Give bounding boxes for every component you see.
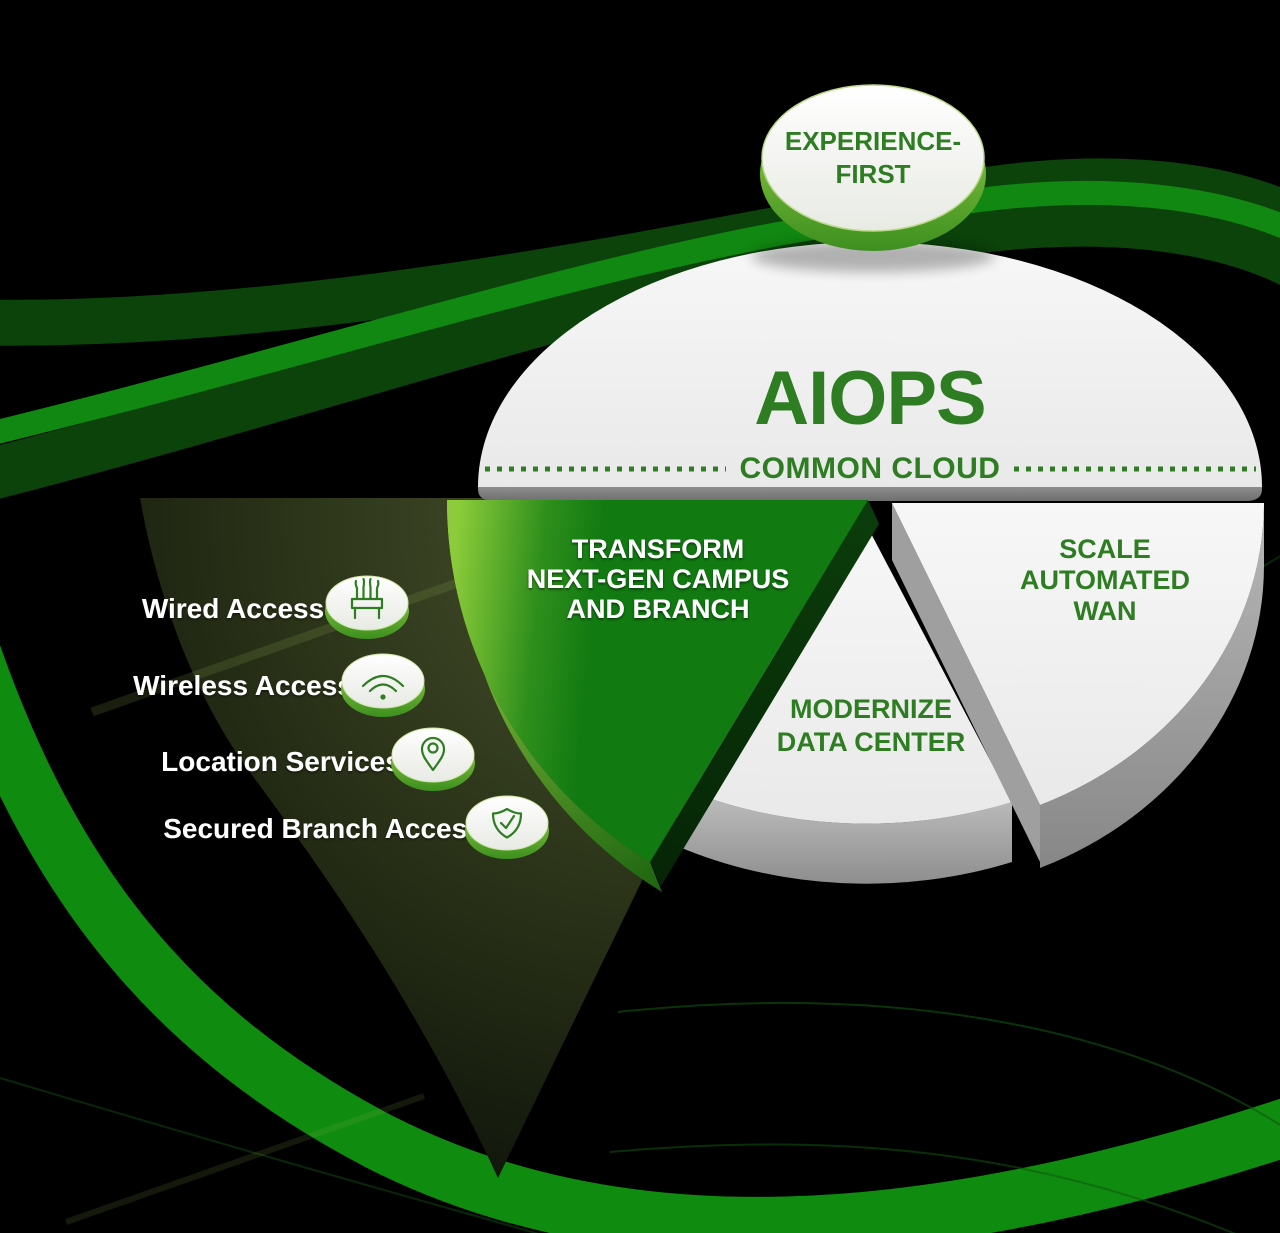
slice-wan-side	[1040, 503, 1264, 868]
slice-wan-top	[892, 503, 1264, 805]
access-label-wired: Wired Access	[142, 593, 324, 624]
shield-check-icon	[491, 807, 523, 839]
slice-campus-label-line2: NEXT-GEN CAMPUS	[527, 564, 790, 594]
common-cloud-label: COMMON CLOUD	[740, 452, 1001, 485]
access-label-wireless: Wireless Access	[133, 670, 353, 701]
ring-main-bright	[0, 180, 1280, 444]
wifi-icon	[361, 674, 405, 700]
pie-title: AIOPS	[754, 356, 986, 441]
experience-first-badge: EXPERIENCE- FIRST	[751, 84, 995, 272]
disc-cut-face	[478, 487, 1262, 501]
access-item-location: Location Services	[161, 727, 475, 791]
badge-label-line1: EXPERIENCE-	[785, 126, 961, 156]
location-pin-icon	[420, 736, 446, 772]
slice-campus-top	[446, 500, 868, 862]
icon-disc	[391, 727, 475, 783]
slice-transform-campus-branch: TRANSFORM NEXT-GEN CAMPUS AND BRANCH	[446, 500, 879, 892]
slice-dc-top	[677, 524, 1012, 824]
access-item-wireless: Wireless Access	[133, 653, 425, 717]
wedge-streak	[65, 1093, 425, 1225]
slice-campus-right-cut	[650, 500, 879, 886]
common-cloud-band: COMMON CLOUD	[485, 452, 1256, 485]
access-item-wired: Wired Access	[142, 575, 409, 639]
disc-top-face	[478, 242, 1262, 487]
wired-access-icon	[350, 577, 384, 620]
badge-label-line2: FIRST	[835, 159, 910, 189]
slice-wan-label-line3: WAN	[1074, 596, 1137, 626]
slice-dc-label-line2: DATA CENTER	[777, 727, 966, 757]
badge-face	[761, 84, 985, 232]
slice-modernize-data-center: MODERNIZE DATA CENTER	[677, 524, 1012, 884]
icon-disc	[465, 795, 549, 851]
slice-wan-label-line2: AUTOMATED	[1020, 565, 1190, 595]
slice-dc-side	[677, 786, 1012, 884]
access-label-location: Location Services	[161, 746, 401, 777]
icon-disc	[341, 653, 425, 709]
access-item-secured-branch: Secured Branch Access	[163, 795, 549, 859]
access-items: Wired Access Wireless Access	[133, 575, 549, 859]
badge-shadow	[751, 240, 995, 272]
slice-scale-automated-wan: SCALE AUTOMATED WAN	[892, 503, 1264, 868]
pie-back-half: AIOPS COMMON CLOUD	[478, 242, 1262, 501]
slice-dc-label-line1: MODERNIZE	[790, 694, 952, 724]
ring-bottom-bright	[0, 644, 1280, 1233]
slice-campus-label-line3: AND BRANCH	[567, 594, 750, 624]
slice-campus-label-line1: TRANSFORM	[572, 534, 744, 564]
slice-wan-left-cut	[892, 503, 1040, 862]
access-label-secured-branch: Secured Branch Access	[163, 813, 483, 844]
icon-disc	[325, 575, 409, 631]
slice-wan-label-line1: SCALE	[1059, 534, 1151, 564]
